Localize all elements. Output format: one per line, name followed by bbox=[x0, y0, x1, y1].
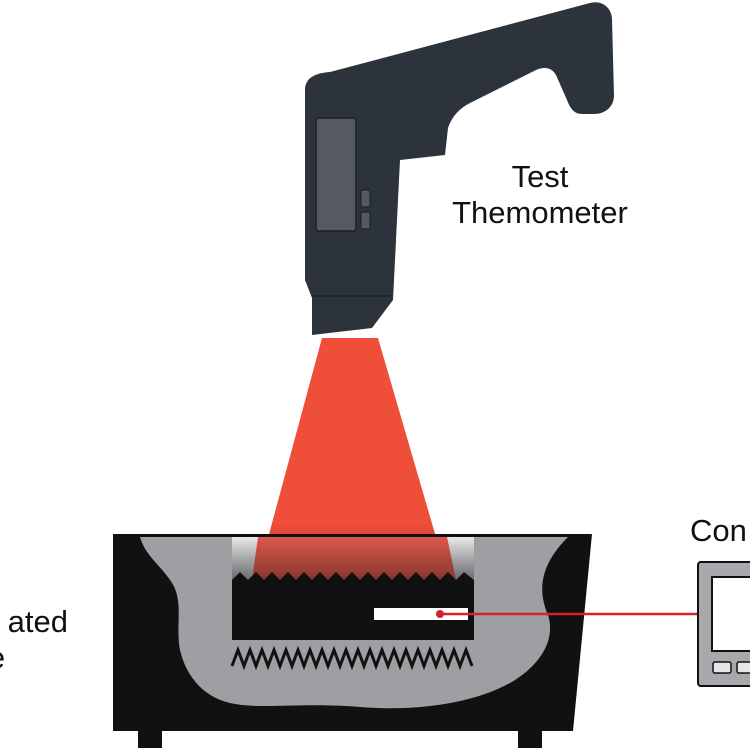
reference-sensor bbox=[374, 608, 468, 620]
thermometer-button-1 bbox=[360, 189, 371, 208]
sensor-junction bbox=[436, 610, 444, 618]
heated-source-label-line2: rce bbox=[0, 640, 48, 676]
test-thermometer-label-line1: Test bbox=[511, 159, 569, 194]
thermometer-display bbox=[315, 117, 357, 232]
ir-thermometer-icon bbox=[305, 2, 614, 336]
heated-source-label: ated rce bbox=[0, 604, 68, 676]
heated-source-label-line1: ated bbox=[7, 604, 68, 639]
controller-icon bbox=[697, 561, 750, 687]
blackbody-target bbox=[232, 572, 474, 638]
test-thermometer-label-line2: Themometer bbox=[452, 195, 628, 230]
test-thermometer-label: Test Themometer bbox=[440, 159, 640, 231]
infrared-beam bbox=[258, 338, 447, 575]
controller-label: Con bbox=[690, 513, 747, 548]
calibration-source-icon bbox=[113, 534, 592, 748]
heater-element-icon bbox=[230, 645, 474, 671]
thermometer-button-2 bbox=[360, 211, 371, 230]
